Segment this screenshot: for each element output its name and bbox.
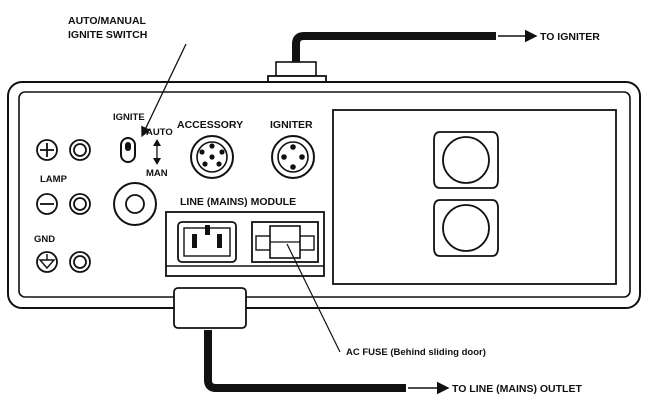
- switch-label-line2: IGNITE SWITCH: [68, 29, 147, 41]
- igniter-label: IGNITER: [270, 119, 313, 131]
- lower-fuse-holder[interactable]: [433, 199, 499, 257]
- lamp-negative-terminal[interactable]: [36, 193, 91, 215]
- accessory-connector[interactable]: [190, 135, 234, 179]
- line-module-label: LINE (MAINS) MODULE: [180, 196, 296, 208]
- auto-man-arrow-up: [153, 139, 161, 146]
- lamp-label: LAMP: [40, 174, 68, 185]
- auto-label: AUTO: [146, 127, 173, 138]
- switch-leader: [141, 43, 187, 138]
- auto-man-arrow-down: [153, 158, 161, 165]
- to-line-outlet-label: TO LINE (MAINS) OUTLET: [452, 383, 582, 395]
- upper-fuse-holder[interactable]: [433, 131, 499, 189]
- round-knob[interactable]: [113, 182, 157, 226]
- igniter-cable: [292, 32, 496, 72]
- ignite-toggle-switch[interactable]: [120, 137, 136, 163]
- line-plug: [173, 287, 247, 329]
- to-igniter-label: TO IGNITER: [540, 31, 600, 43]
- line-cable: [204, 330, 406, 392]
- fuse-leader: [286, 243, 341, 353]
- power-inlet[interactable]: [177, 221, 237, 263]
- panel-inner: [18, 91, 631, 298]
- man-label: MAN: [146, 168, 168, 179]
- ac-fuse-label: AC FUSE (Behind sliding door): [346, 347, 486, 358]
- ignite-label: IGNITE: [113, 112, 145, 123]
- lamp-positive-terminal[interactable]: [36, 139, 91, 161]
- gnd-terminal[interactable]: [36, 251, 91, 273]
- fuse-drawer[interactable]: [251, 221, 319, 263]
- gnd-label: GND: [34, 234, 55, 245]
- switch-label-line1: AUTO/MANUAL: [68, 15, 147, 27]
- igniter-connector[interactable]: [271, 135, 315, 179]
- accessory-label: ACCESSORY: [177, 119, 243, 131]
